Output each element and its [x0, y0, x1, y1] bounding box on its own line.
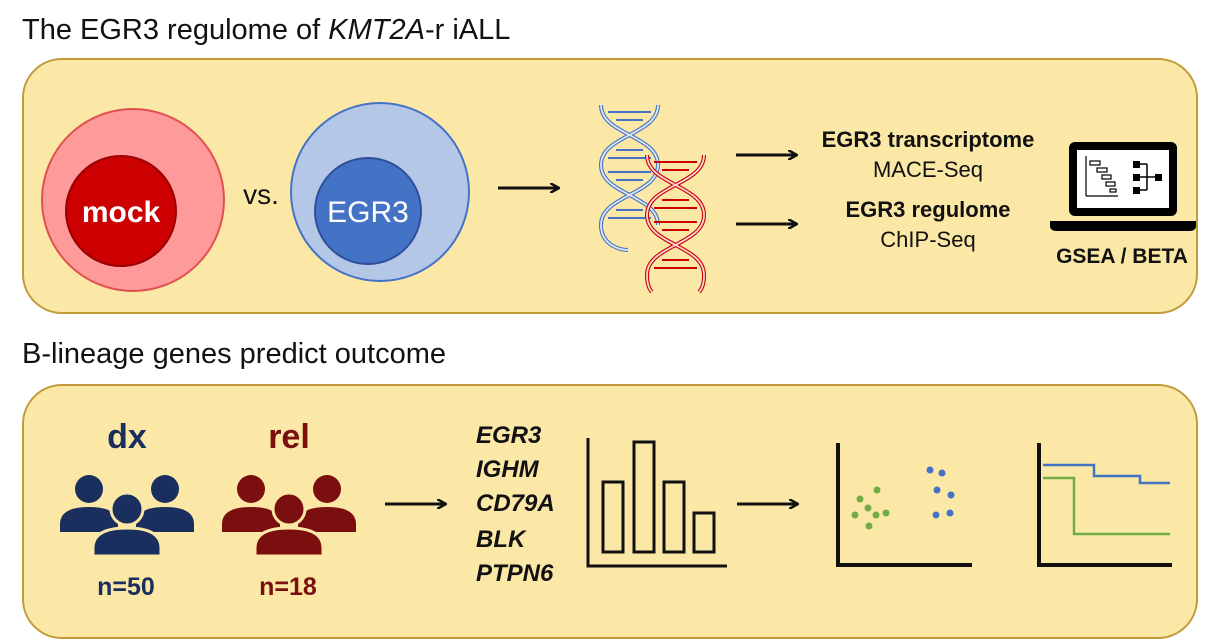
transcriptome-method: MACE-Seq — [873, 157, 983, 182]
top-section-title: The EGR3 regulome of KMT2A-r iALL — [22, 14, 510, 47]
gene-egr3: EGR3 — [476, 422, 542, 449]
gene-ighm: IGHM — [476, 456, 540, 483]
laptop-icon — [1050, 142, 1196, 231]
bottom-section-title: B-lineage genes predict outcome — [22, 338, 446, 370]
gene-blk: BLK — [476, 526, 527, 553]
regulome-title: EGR3 regulome — [845, 197, 1010, 222]
scatter-plot-icon — [836, 443, 972, 567]
top-title-gene: KMT2A — [328, 14, 425, 46]
transcriptome-title: EGR3 transcriptome — [822, 127, 1035, 152]
vs-label: vs. — [243, 179, 279, 210]
gene-cd79a: CD79A — [476, 490, 555, 517]
patient-group-icon — [60, 475, 194, 558]
top-title-prefix: The EGR3 regulome of — [22, 14, 329, 46]
cell-mock-icon — [41, 108, 225, 292]
bar-chart-icon — [586, 438, 727, 568]
regulome-method: ChIP-Seq — [880, 227, 975, 252]
top-title-suffix: -r iALL — [424, 14, 511, 46]
patient-group-icon — [222, 475, 356, 558]
dx-label: dx — [107, 418, 147, 456]
rel-count: n=18 — [259, 573, 317, 601]
dx-count: n=50 — [97, 573, 155, 601]
mock-label: mock — [82, 196, 161, 229]
dna-helix-icon — [598, 104, 707, 294]
bottom-panel — [22, 384, 1198, 639]
egr3-cell-label: EGR3 — [327, 196, 409, 229]
cell-egr3-icon — [290, 102, 470, 282]
gene-ptpn6: PTPN6 — [476, 560, 554, 587]
rel-label: rel — [268, 418, 310, 456]
survival-curve-icon — [1037, 443, 1172, 567]
gene-list: EGR3 IGHM CD79A BLK PTPN6 — [476, 422, 555, 587]
analysis-label: GSEA / BETA — [1056, 245, 1188, 268]
